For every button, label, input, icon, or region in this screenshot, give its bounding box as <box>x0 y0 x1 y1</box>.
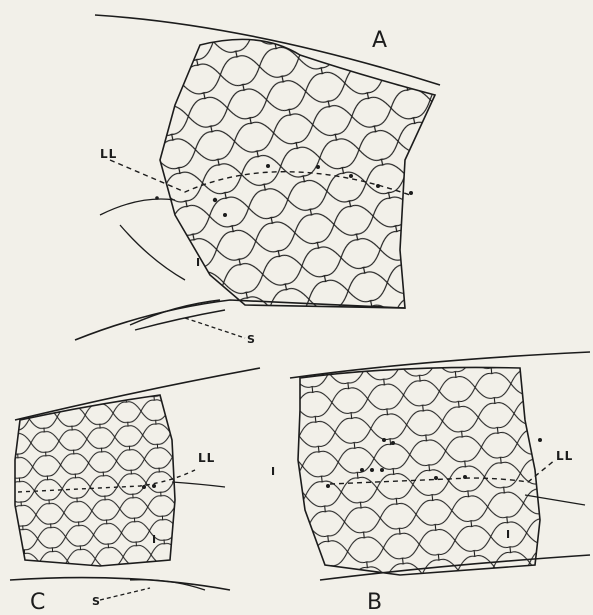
panel-a-operculum <box>100 199 185 280</box>
panel-a-first-label: I <box>196 257 200 268</box>
panel-b-scale-patch <box>298 367 540 575</box>
panel-b-ll-label: LL <box>556 450 573 462</box>
panel-c-scale-patch <box>15 395 175 566</box>
panel-a-spine-pointer <box>185 318 245 338</box>
panel-a-ll-label: LL <box>100 148 117 160</box>
panel-b-first-left-label: I <box>271 466 275 477</box>
panel-a-spine-label: S <box>247 334 255 345</box>
panel-b-first-label: I <box>506 529 510 540</box>
panel-c-first-label: I <box>152 534 156 545</box>
panel-c-right-edge <box>172 482 225 487</box>
panel-c <box>10 368 260 600</box>
panel-b-letter: B <box>367 592 382 614</box>
panel-a-letter: A <box>372 30 387 52</box>
panel-c-spine-pointer <box>100 588 150 600</box>
panel-c-ll-label: LL <box>198 452 215 464</box>
panel-b <box>290 352 590 580</box>
panel-c-letter: C <box>30 592 45 614</box>
panel-a-scale-patch <box>160 39 435 308</box>
panel-a-ventral-outline <box>75 300 405 340</box>
panel-a <box>75 15 440 340</box>
panel-c-spine-label: S <box>92 596 100 607</box>
panel-a-fin-spine <box>130 300 225 330</box>
